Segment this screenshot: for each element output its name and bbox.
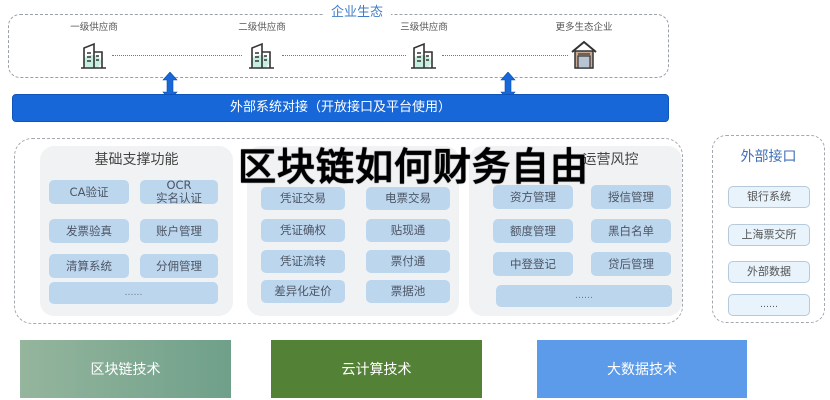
external-interfaces-group: 外部接口 银行系统 上海票交所 外部数据 …… [712,135,825,323]
chip-discount-pass: 贴现通 [366,219,450,242]
ext-item-external-data: 外部数据 [728,261,810,283]
panel-basic-support: 基础支撑功能 CA验证 OCR 实名认证 发票验真 账户管理 清算系统 分佣管理… [40,146,233,316]
ext-title: 外部接口 [740,149,797,165]
chip-e-bill-trading: 电票交易 [366,187,450,210]
chip-limit-mgmt: 额度管理 [493,219,573,243]
node-more-enterprises: 更多生态企业 [544,22,624,70]
ext-item-bank-system: 银行系统 [728,186,810,208]
tech-blockchain: 区块链技术 [20,340,231,398]
bidirectional-arrow-icon [162,72,178,100]
chip-invoice-verify: 发票验真 [49,219,129,243]
chip-ocr-realname: OCR 实名认证 [140,178,218,205]
ext-item-shanghai-bill-exchange: 上海票交所 [728,224,810,246]
warehouse-icon [571,40,597,69]
node-tier3-supplier: 三级供应商 [384,22,464,70]
chip-voucher-circulation: 凭证流转 [261,250,345,273]
node-tier1-supplier: 一级供应商 [54,22,134,70]
chip-label: OCR [166,178,192,192]
office-building-icon [249,42,274,69]
tech-cloud-computing: 云计算技术 [271,340,482,398]
panel-operation-risk-control: 运营风控 资方管理 授信管理 额度管理 黑白名单 中登登记 贷后管理 …… [469,146,682,316]
node-tier2-supplier: 二级供应商 [222,22,302,70]
chip-account-mgmt: 账户管理 [140,219,218,243]
tech-big-data: 大数据技术 [537,340,747,398]
chip-more: …… [496,285,672,307]
ecosystem-title: 企业生态 [323,5,392,21]
chip-fund-mgmt: 资方管理 [493,185,573,209]
chip-voucher-trading: 凭证交易 [261,187,345,210]
panel-title: 基础支撑功能 [94,152,179,168]
node-label: 更多生态企业 [555,22,613,33]
chip-commission-mgmt: 分佣管理 [140,254,218,278]
ext-item-more: …… [728,294,810,316]
node-label: 三级供应商 [400,22,448,33]
node-label: 二级供应商 [238,22,286,33]
connector-line [442,55,568,56]
chip-more: …… [49,282,218,304]
overlay-headline: 区块链如何财务自由 [238,145,590,189]
office-building-icon [81,42,106,69]
chip-credit-mgmt: 授信管理 [591,185,671,209]
panel-title: 运营风控 [582,152,639,168]
chip-ca-verification: CA验证 [49,180,129,204]
chip-voucher-confirmation: 凭证确权 [261,219,345,242]
office-building-icon [411,42,436,69]
external-integration-bar: 外部系统对接（开放接口及平台使用） [12,94,669,122]
bidirectional-arrow-icon [500,72,516,100]
connector-line [112,55,242,56]
chip-post-loan-mgmt: 贷后管理 [591,252,671,276]
chip-differential-pricing: 差异化定价 [261,280,345,303]
connector-line [282,55,406,56]
chip-bill-pay: 票付通 [366,250,450,273]
chip-clearing-system: 清算系统 [49,254,129,278]
chip-black-white-list: 黑白名单 [591,219,671,243]
chip-sublabel: 实名认证 [156,191,202,205]
panel-trading: 凭证交易 电票交易 凭证确权 贴现通 凭证流转 票付通 差异化定价 票据池 [247,146,459,316]
platform-functions-group [14,138,683,324]
chip-registry: 中登登记 [493,252,573,276]
node-label: 一级供应商 [70,22,118,33]
chip-bill-pool: 票据池 [366,280,450,303]
